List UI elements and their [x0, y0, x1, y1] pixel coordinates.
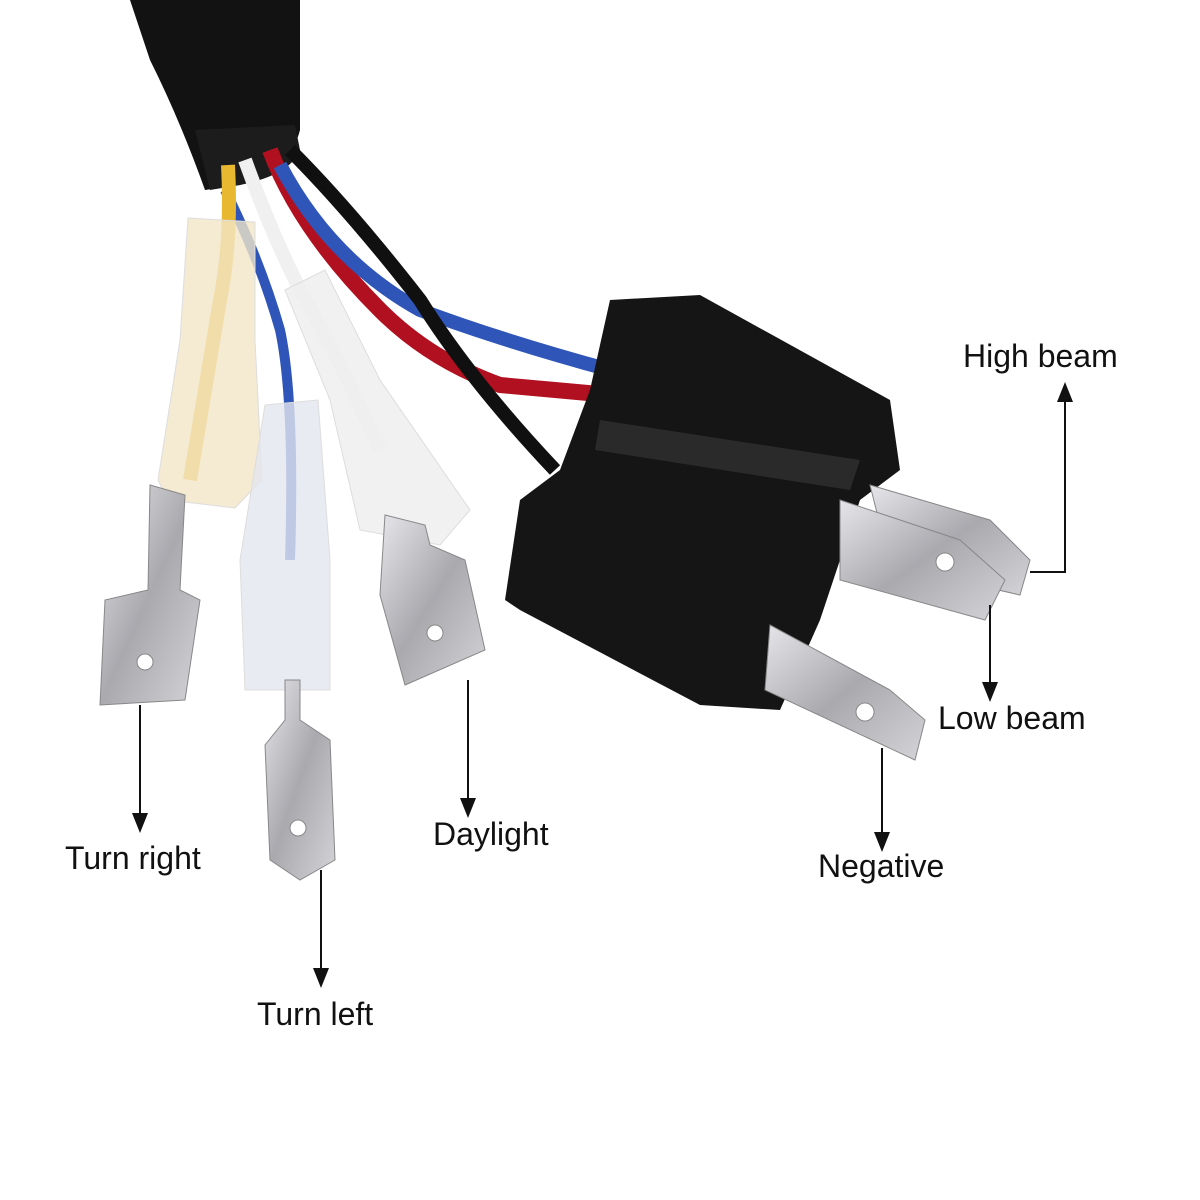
- label-daylight: Daylight: [433, 816, 549, 852]
- terminal-daylight: [379, 514, 486, 686]
- pin-low-beam: [839, 499, 1006, 621]
- wire-black: [285, 145, 561, 475]
- label-high-beam: High beam: [963, 338, 1118, 374]
- label-low-beam: Low beam: [938, 700, 1086, 736]
- terminal-turn-left: [264, 679, 336, 881]
- pin-negative: [764, 624, 926, 761]
- h4-connector-body: [505, 295, 900, 710]
- terminal-turn-right: [99, 484, 201, 706]
- insulator-yellow: [157, 217, 263, 509]
- insulator-blue: [239, 399, 331, 691]
- label-turn-left: Turn left: [257, 996, 374, 1032]
- high-beam-arrow: [1030, 382, 1073, 573]
- connector-highlight: [595, 420, 860, 490]
- label-turn-right: Turn right: [65, 840, 201, 876]
- label-negative: Negative: [818, 848, 945, 884]
- insulator-white: [284, 269, 471, 546]
